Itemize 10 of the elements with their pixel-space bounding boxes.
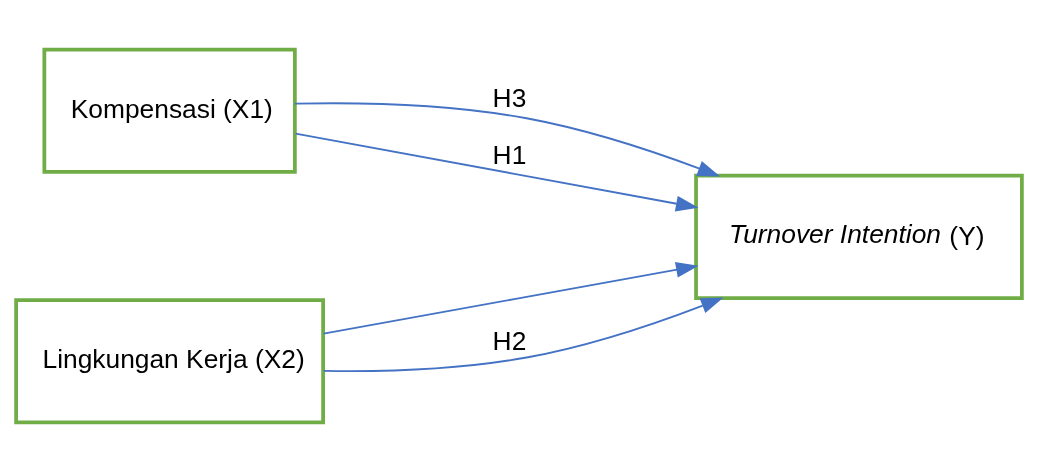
edge-label: H3 <box>492 82 527 113</box>
arrow <box>322 296 724 372</box>
edge-label: H1 <box>492 139 527 170</box>
node-box: Kompensasi (X1) <box>42 47 297 174</box>
arrow <box>322 261 699 335</box>
node-box: Lingkungan Kerja (X2) <box>14 297 325 424</box>
edge-label: H2 <box>492 325 527 356</box>
node-box: Turnover Intention (Y) <box>694 173 1024 300</box>
arrow <box>294 132 699 211</box>
arrow <box>293 101 721 177</box>
